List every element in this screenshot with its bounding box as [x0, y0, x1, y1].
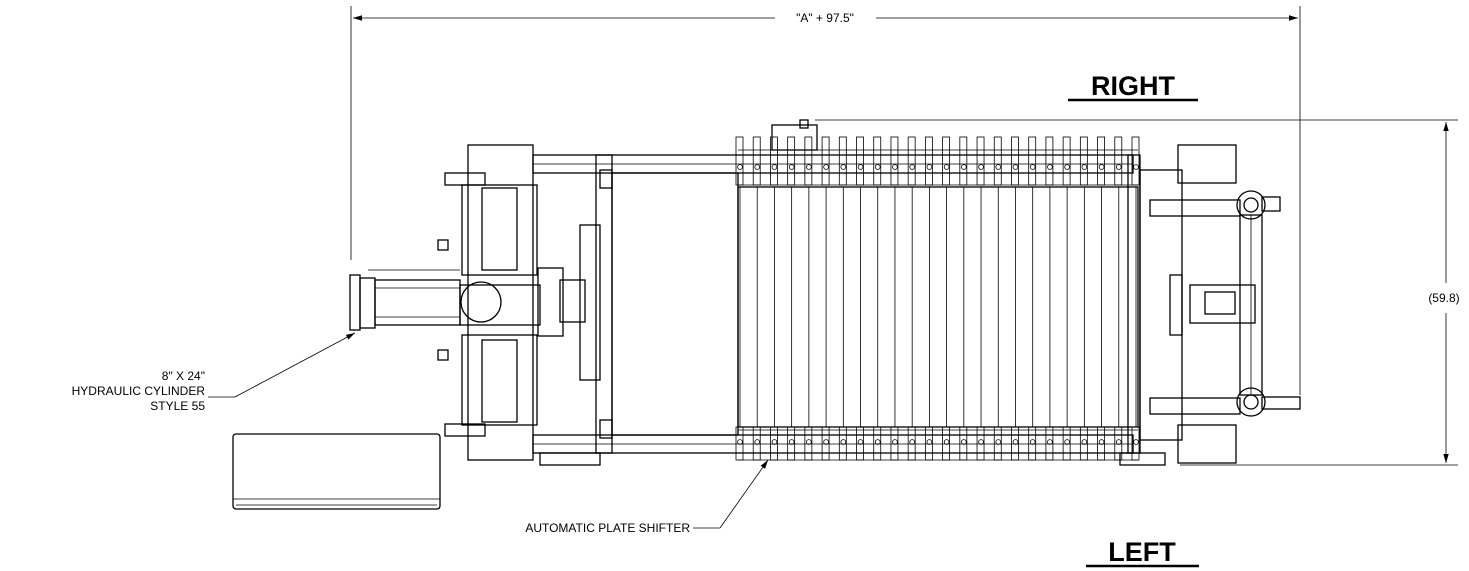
plate-pin-top [909, 164, 915, 170]
plate-handle-top [735, 136, 744, 186]
plate-handle-top [976, 136, 985, 186]
plate-pin-top [1133, 164, 1139, 170]
cylinder-callout-line2: HYDRAULIC CYLINDER [72, 384, 206, 398]
plate-pin-top [1012, 164, 1019, 170]
plate-handle-top [890, 136, 899, 186]
plate-pin-bottom [892, 439, 898, 445]
plate-pin-top [1064, 164, 1070, 170]
plate-shifter-callout: AUTOMATIC PLATE SHIFTER [525, 459, 769, 535]
plate-pin-bottom [1098, 439, 1105, 445]
moving-head [595, 154, 739, 454]
plate-handle-top [1079, 136, 1088, 186]
plate-pin-bottom [788, 439, 795, 445]
plate-pin-top [823, 164, 829, 170]
plate-pin-top [788, 164, 795, 170]
plate-pin-bottom [1029, 439, 1036, 445]
cylinder-callout-line1: 8" X 24" [162, 369, 205, 383]
plate-pin-bottom [737, 439, 743, 445]
hydraulic-power-unit [232, 433, 441, 510]
plate-handle-top [942, 136, 951, 186]
plate-pin-top [1098, 164, 1105, 170]
plate-handle-top [993, 136, 1002, 186]
plate-handle-top [1097, 136, 1105, 186]
overall-width-value: (59.8) [1428, 291, 1459, 305]
plate-pin-bottom [1047, 439, 1053, 445]
plate-pin-bottom [978, 439, 984, 445]
cylinder-callout-line3: STYLE 55 [150, 399, 205, 413]
plate-pin-bottom [1064, 439, 1070, 445]
plate-pin-bottom [995, 439, 1002, 445]
plate-pin-top [874, 164, 881, 170]
plate-pin-top [1115, 164, 1122, 170]
plate-pin-top [806, 164, 812, 170]
plate-pin-bottom [857, 439, 864, 445]
plate-pin-bottom [961, 439, 967, 445]
plate-pin-bottom [806, 439, 812, 445]
overall-width-dimension: (59.8) [815, 119, 1460, 466]
plate-pin-bottom [874, 439, 881, 445]
plate-pin-bottom [926, 439, 933, 445]
plate-pin-bottom [1133, 439, 1139, 445]
plate-handle-top [1114, 136, 1123, 186]
overall-length-value: "A" + 97.5" [796, 11, 854, 25]
plate-handle-top [924, 136, 933, 186]
head-assembly [444, 144, 601, 461]
plate-handle-top [907, 136, 916, 186]
plate-handle-top [1028, 136, 1037, 186]
plate-pin-top [926, 164, 933, 170]
plate-pin-bottom [840, 439, 847, 445]
side-rails [532, 154, 1166, 466]
side-label-left: LEFT [1108, 537, 1176, 567]
plate-pin-top [737, 164, 743, 170]
plate-pin-top [771, 164, 778, 170]
plate-pin-top [754, 164, 761, 170]
plate-handle-top [838, 136, 847, 186]
plate-shifter-bottom [735, 426, 1140, 461]
plate-handle-top [873, 136, 882, 186]
plate-pin-top [1029, 164, 1036, 170]
plate-handle-top [1011, 136, 1019, 186]
plate-handle-top [959, 136, 968, 186]
plate-shifter-callout-label: AUTOMATIC PLATE SHIFTER [525, 521, 690, 535]
plate-pin-top [961, 164, 967, 170]
hydraulic-cylinder [349, 239, 541, 361]
plate-handle-top [804, 136, 813, 186]
plate-handle-top [1045, 136, 1054, 186]
plate-pin-bottom [771, 439, 778, 445]
manifold-piping [1149, 144, 1301, 464]
plate-pin-top [943, 164, 950, 170]
plate-shifter-top [735, 119, 1140, 186]
plate-handle-top [787, 136, 796, 186]
plate-pin-bottom [943, 439, 950, 445]
cylinder-callout: 8" X 24" HYDRAULIC CYLINDER STYLE 55 [72, 332, 356, 413]
plate-pin-bottom [754, 439, 761, 445]
plate-pin-top [995, 164, 1002, 170]
plate-pin-top [857, 164, 864, 170]
plate-pin-bottom [1081, 439, 1088, 445]
plate-pin-top [840, 164, 847, 170]
plate-handle-top [856, 136, 864, 186]
plate-pin-bottom [1115, 439, 1122, 445]
overall-length-dimension: "A" + 97.5" [350, 6, 1301, 395]
plate-handle-top [821, 136, 830, 186]
plate-handle-top [1062, 136, 1071, 186]
plate-pin-top [1081, 164, 1088, 170]
plate-pin-bottom [823, 439, 829, 445]
plate-handle-top [752, 136, 761, 186]
plate-pin-top [892, 164, 898, 170]
plate-pin-top [978, 164, 984, 170]
plate-pin-top [1047, 164, 1053, 170]
plate-pin-bottom [1012, 439, 1019, 445]
plate-pin-bottom [909, 439, 915, 445]
filter-plate-stack [737, 186, 1139, 428]
side-label-right: RIGHT [1091, 71, 1176, 101]
